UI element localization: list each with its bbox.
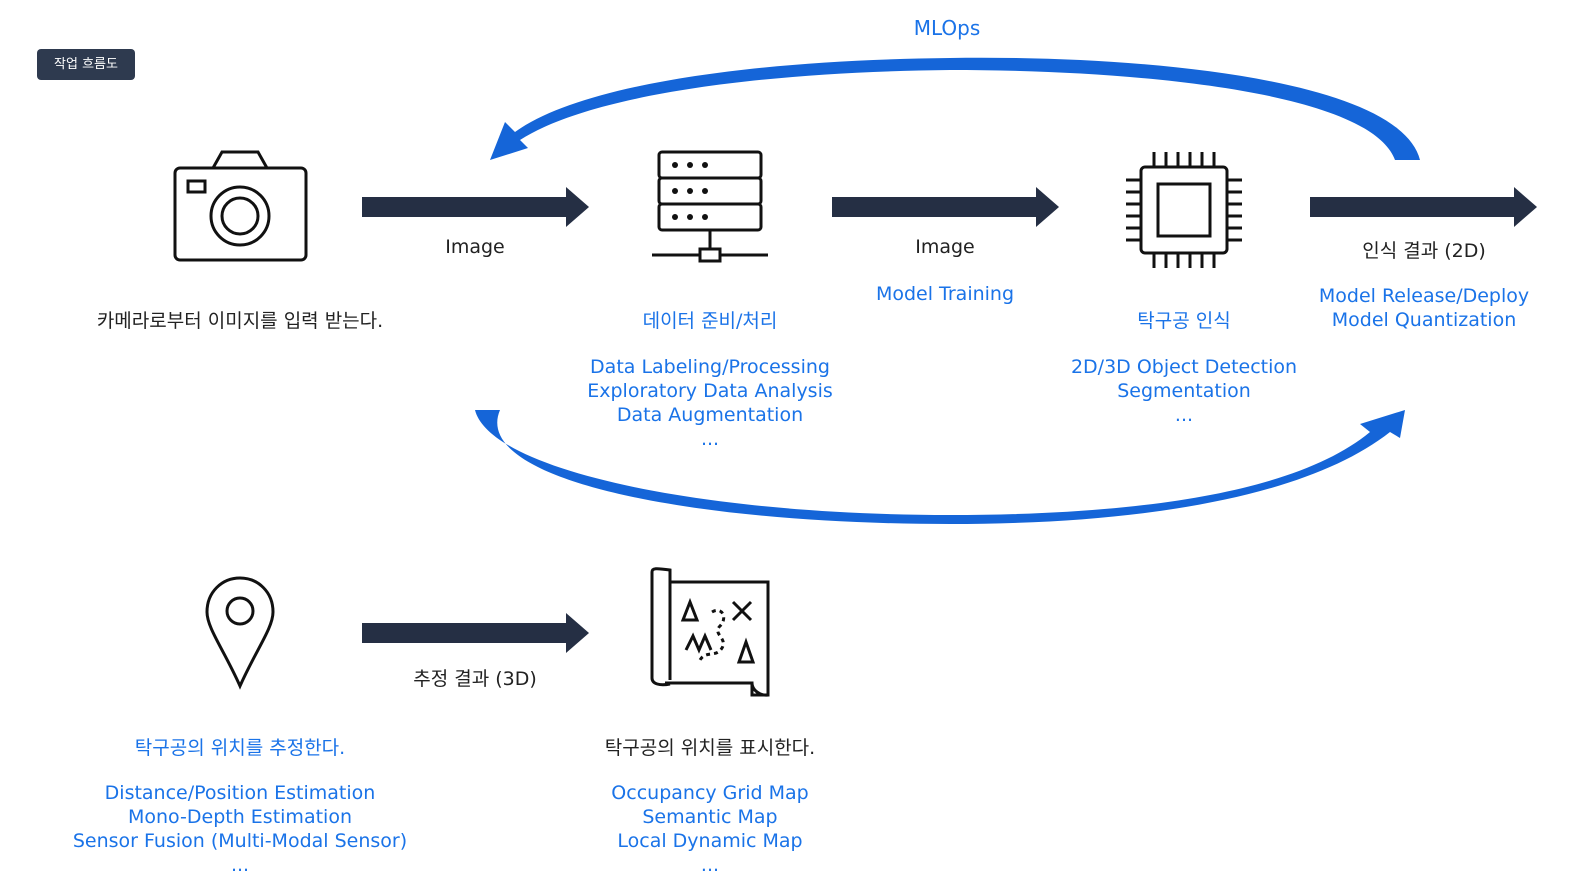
server-icon bbox=[652, 150, 768, 263]
arrow2-sublabel: Model Training bbox=[875, 283, 1015, 305]
server-item: ... bbox=[700, 428, 720, 450]
map-icon bbox=[650, 567, 770, 697]
chip-item: 2D/3D Object Detection bbox=[1070, 356, 1298, 378]
map-item: Semantic Map bbox=[642, 806, 778, 828]
pin-item: Sensor Fusion (Multi-Modal Sensor) bbox=[72, 830, 408, 852]
arrow2-label: Image bbox=[915, 236, 975, 258]
arrow1-label: Image bbox=[445, 236, 505, 258]
server-item: Data Augmentation bbox=[616, 404, 804, 426]
arrow3-items: Model Release/Deploy Model Quantization bbox=[1319, 284, 1529, 332]
map-title: 탁구공의 위치를 표시한다. bbox=[604, 737, 816, 759]
arrow3-item: Model Release/Deploy bbox=[1318, 285, 1530, 307]
pin-item: Distance/Position Estimation bbox=[104, 782, 376, 804]
mlops-label: MLOps bbox=[913, 16, 981, 40]
map-item: Occupancy Grid Map bbox=[611, 782, 809, 804]
flow-arrow-1 bbox=[362, 187, 589, 227]
server-dots bbox=[672, 162, 708, 220]
chip-items: 2D/3D Object Detection Segmentation ... bbox=[1071, 355, 1297, 427]
pin-title: 탁구공의 위치를 추정한다. bbox=[134, 737, 346, 759]
chip-item: ... bbox=[1174, 404, 1194, 426]
arrow3-item: Model Quantization bbox=[1331, 309, 1517, 331]
workflow-badge: 작업 흐름도 bbox=[37, 49, 135, 80]
map-item: ... bbox=[700, 854, 720, 876]
chip-item: Segmentation bbox=[1117, 380, 1251, 402]
flow-arrow-3 bbox=[1310, 187, 1537, 227]
mlops-top-arc bbox=[490, 57, 1420, 160]
camera-icon bbox=[173, 150, 308, 262]
pin-item: Mono-Depth Estimation bbox=[128, 806, 352, 828]
flow-arrow-4 bbox=[362, 613, 589, 653]
location-pin-icon bbox=[205, 576, 275, 690]
arrow4-label: 추정 결과 (3D) bbox=[413, 668, 537, 690]
pin-items: Distance/Position Estimation Mono-Depth … bbox=[73, 781, 407, 877]
server-items: Data Labeling/Processing Exploratory Dat… bbox=[587, 355, 833, 451]
map-items: Occupancy Grid Map Semantic Map Local Dy… bbox=[611, 781, 808, 877]
chip-icon bbox=[1126, 152, 1242, 268]
server-title: 데이터 준비/처리 bbox=[642, 310, 778, 332]
map-item: Local Dynamic Map bbox=[617, 830, 803, 852]
flow-arrow-2 bbox=[832, 187, 1059, 227]
server-item: Exploratory Data Analysis bbox=[587, 380, 833, 402]
camera-caption: 카메라로부터 이미지를 입력 받는다. bbox=[96, 310, 384, 332]
chip-title: 탁구공 인식 bbox=[1137, 310, 1231, 332]
server-item: Data Labeling/Processing bbox=[590, 356, 830, 378]
arrow3-label: 인식 결과 (2D) bbox=[1362, 240, 1486, 262]
pin-item: ... bbox=[230, 854, 250, 876]
